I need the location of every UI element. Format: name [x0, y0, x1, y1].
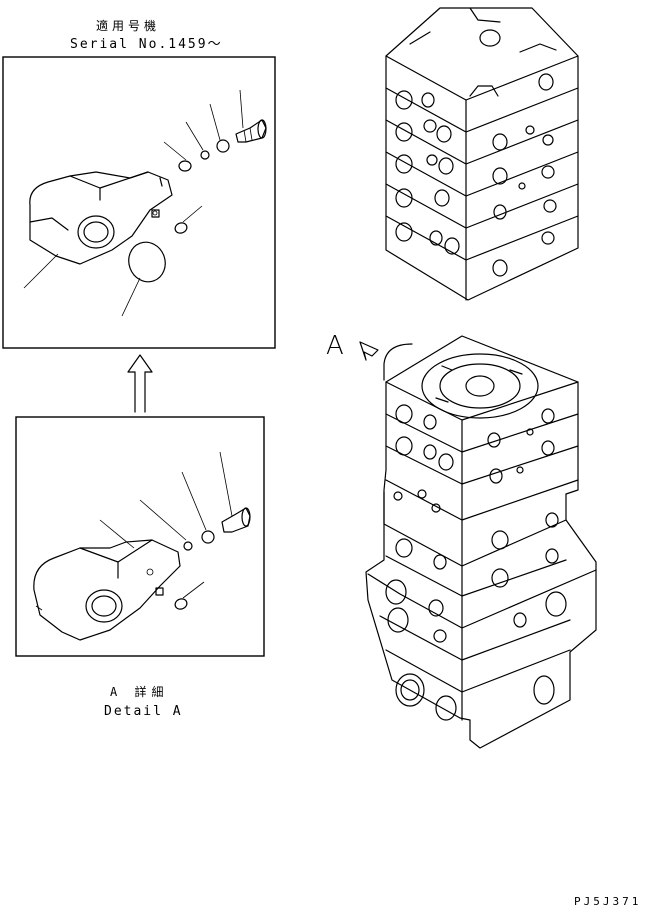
upper-o-ring [128, 241, 166, 283]
view-arrow-label: A [326, 331, 344, 361]
detail-a-washer-large [201, 530, 215, 544]
upper-plug-fitting [235, 119, 267, 143]
detail-a-washer-small [183, 541, 193, 551]
upper-leader-lines [23, 89, 244, 317]
detail-a-plug-fitting [221, 507, 251, 533]
upper-detail-frame [2, 56, 276, 349]
upper-washer-large [216, 139, 230, 153]
detail-a-frame [15, 416, 265, 657]
detail-label-en: Detail A [104, 704, 183, 719]
detail-a-small-seal [174, 598, 188, 610]
serial-number-label: Serial No.1459～ [70, 37, 223, 52]
view-arrow-icon [359, 341, 379, 361]
applicable-serial-label-jp: 適用号機 [96, 19, 161, 33]
upper-cover-plate [29, 171, 173, 265]
upper-valve-assembly [385, 7, 579, 301]
upper-washer-small [200, 150, 210, 160]
detail-a-leader-lines [99, 451, 233, 599]
lower-valve-assembly [365, 335, 597, 749]
detail-a-cover-plate [33, 539, 181, 641]
upper-small-plug [178, 160, 192, 172]
up-arrow [127, 354, 153, 413]
detail-label-jp: A 詳細 [110, 685, 169, 699]
drawing-code: PJ5J371 [574, 895, 642, 908]
upper-small-seal [174, 222, 188, 234]
